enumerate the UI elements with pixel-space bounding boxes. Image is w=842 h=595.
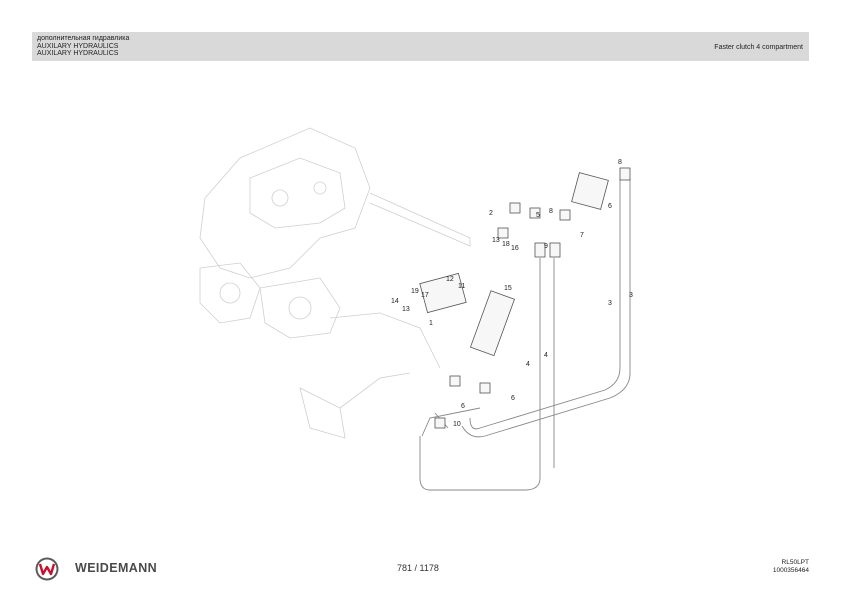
header-line-en-2: AUXILARY HYDRAULICS (37, 50, 119, 58)
fittings (419, 167, 631, 429)
callout: 4 (544, 352, 548, 359)
callout: 5 (536, 212, 540, 219)
callout: 15 (504, 285, 512, 292)
callout: 3 (608, 300, 612, 307)
parts-diagram: 8 6 2 5 8 7 13 18 16 9 12 11 19 17 15 14… (180, 118, 660, 508)
header-title: Faster clutch 4 compartment (714, 44, 803, 51)
brand-name: WEIDEMANN (75, 561, 158, 575)
machine-outline (199, 127, 471, 439)
callout: 8 (618, 159, 622, 166)
page-number: 781 / 1178 (397, 563, 439, 573)
callout: 17 (421, 292, 429, 299)
callout: 9 (544, 243, 548, 250)
callout: 3 (629, 292, 633, 299)
exploded-view-drawing: 8 6 2 5 8 7 13 18 16 9 12 11 19 17 15 14… (199, 127, 633, 491)
callout: 11 (458, 283, 465, 290)
callout: 18 (502, 241, 510, 248)
callout: 14 (391, 298, 399, 305)
document-ids: RL50LPT 1000356464 (773, 559, 809, 575)
callout: 13 (402, 306, 410, 313)
header-category: дополнительная гидравлика AUXILARY HYDRA… (37, 35, 129, 58)
callout: 16 (511, 245, 519, 252)
callout: 13 (492, 237, 500, 244)
header-line-en-1: AUXILARY HYDRAULICS (37, 42, 119, 50)
callout: 6 (608, 203, 612, 210)
callout: 19 (411, 288, 419, 295)
callout: 12 (446, 276, 454, 283)
callout: 2 (489, 210, 493, 217)
header-line-ru: дополнительная гидравлика (37, 35, 130, 42)
callout: 10 (453, 421, 461, 428)
callout: 4 (526, 361, 530, 368)
weidemann-logo-icon (35, 557, 59, 581)
callout-labels: 8 6 2 5 8 7 13 18 16 9 12 11 19 17 15 14… (391, 159, 633, 428)
callout: 1 (429, 320, 433, 327)
callout: 6 (511, 395, 515, 402)
page-header: дополнительная гидравлика AUXILARY HYDRA… (32, 32, 809, 61)
hose-lines (419, 178, 631, 491)
document-number: 1000356464 (772, 567, 809, 574)
model-code: RL50LPT (781, 559, 809, 566)
callout: 6 (461, 403, 465, 410)
callout: 7 (580, 232, 584, 239)
callout: 8 (549, 208, 553, 215)
